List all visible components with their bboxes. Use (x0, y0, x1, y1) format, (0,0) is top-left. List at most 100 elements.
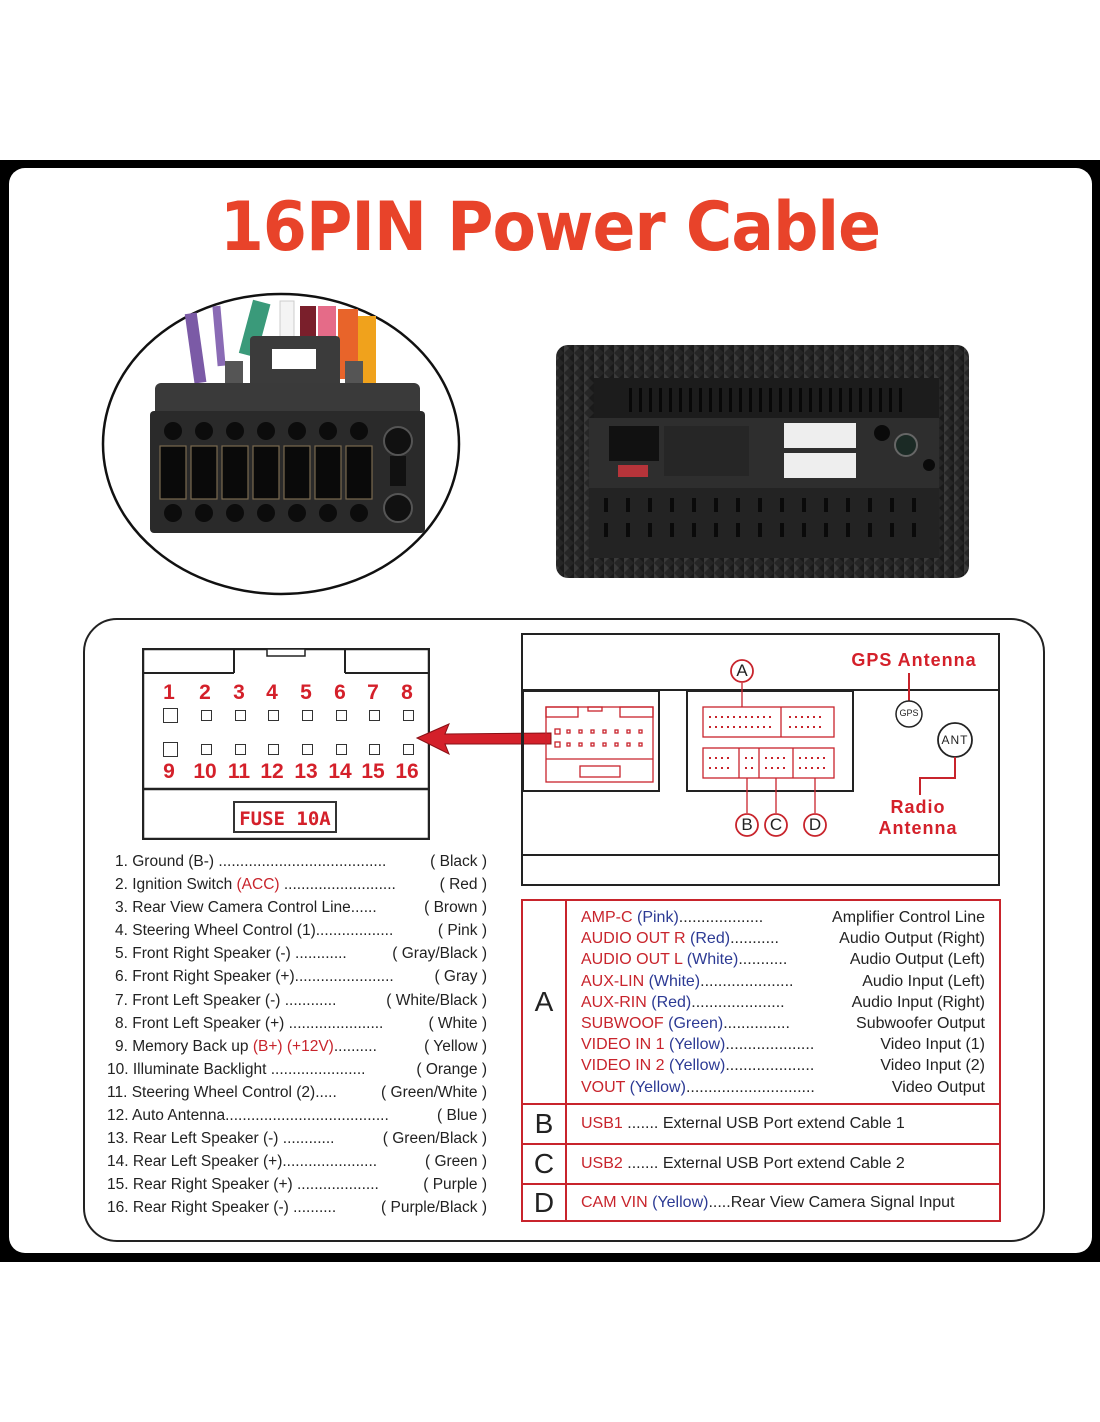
port-description: Video Input (1) (880, 1036, 985, 1054)
wire-label: Rear View Camera Control Line (132, 899, 351, 917)
pin-number-10: 10 (193, 760, 217, 783)
marker-c-circle (764, 813, 788, 837)
wire-dots: ...................... (282, 1153, 378, 1171)
arrow-left-icon (415, 723, 552, 756)
wire-list-item: 6. Front Right Speaker (+)..............… (107, 968, 487, 991)
wire-color: ( Pink ) (437, 922, 487, 940)
pin-contact-1 (162, 708, 178, 723)
radio-schematic (523, 659, 999, 856)
wire-number: 9. (115, 1037, 128, 1055)
port-wire-color: (Yellow) (669, 1057, 726, 1075)
wire-color: ( Blue ) (437, 1107, 487, 1125)
wire-dots: .......................... (279, 876, 396, 894)
port-description: Video Input (2) (880, 1057, 985, 1075)
wire-color: ( White ) (428, 1014, 487, 1032)
wire-color: ( Gray/Black ) (392, 945, 487, 963)
wire-number: 4. (115, 922, 128, 940)
pin-contact-16 (402, 744, 414, 755)
pin-number-12: 12 (260, 760, 284, 783)
port-description: Subwoofer Output (856, 1015, 985, 1032)
wire-label: Ignition Switch (132, 876, 237, 894)
legend-a-line: SUBWOOF (Green)...............Subwoofer … (581, 1015, 985, 1036)
port-dots: ........... (738, 951, 788, 969)
port-code: AMP-C (581, 909, 637, 926)
wire-label: Rear Left Speaker (+) (132, 1153, 283, 1171)
pin-contact-9 (162, 742, 178, 757)
wire-color: ( Green ) (424, 1153, 487, 1171)
wire-function: 7. Front Left Speaker (-) ............ (107, 992, 336, 1010)
wire-color: ( Black ) (430, 853, 487, 870)
wire-function: 12. Auto Antenna........................… (107, 1107, 389, 1125)
radio-back-photo (556, 345, 969, 578)
wire-dots: ...................... (266, 1060, 366, 1078)
page-title: 16PIN Power Cable (219, 188, 881, 267)
wire-function: 14. Rear Left Speaker (+)...............… (107, 1153, 377, 1171)
cable-clips (604, 498, 916, 537)
ant-port-label: ANT (941, 733, 969, 747)
connector-photo (101, 292, 461, 596)
pin-number-3: 3 (233, 681, 245, 704)
pin-contact-11 (234, 744, 246, 755)
wire-label: Steering Wheel Control (2) (131, 1083, 316, 1101)
port-wire-color: (White) (686, 951, 739, 969)
wire-number: 12. (107, 1107, 129, 1125)
wire-list-item: 7. Front Left Speaker (-) ............( … (107, 992, 487, 1015)
port-wire-color: (Green) (668, 1015, 724, 1032)
wire-color: ( Green/Black ) (382, 1130, 487, 1148)
wire-function: 5. Front Right Speaker (-) ............ (107, 945, 347, 963)
pin-slots (159, 445, 373, 500)
legend-a-line: AUX-RIN (Red).....................Audio … (581, 994, 985, 1015)
wire-dots: ............ (280, 991, 337, 1009)
pin-contact-12 (267, 744, 279, 755)
wire-number: 16. (107, 1199, 129, 1217)
wire-list-item: 1. Ground (B-) .........................… (107, 853, 487, 876)
wire-color: ( Green/White ) (381, 1083, 487, 1101)
port-dots: ............................. (685, 1078, 815, 1096)
pin-contact-7 (368, 710, 380, 721)
wire-label: Memory Back up (132, 1037, 253, 1055)
pin-contact-8 (402, 710, 414, 721)
wire-label: Rear Left Speaker (-) (132, 1130, 279, 1148)
pin-number-6: 6 (334, 681, 346, 704)
port-description: Audio Output (Left) (849, 951, 985, 969)
wire-highlight: (ACC) (236, 876, 280, 894)
wire-number: 14. (107, 1153, 129, 1171)
port-code: VIDEO IN 1 (581, 1036, 670, 1054)
marker-d-circle (803, 813, 827, 837)
port-dots: ..................... (691, 993, 785, 1011)
pin-contact-15 (368, 744, 380, 755)
port-dots: ................... (678, 909, 764, 926)
wire-list-item: 16. Rear Right Speaker (-) ..........( P… (107, 1199, 487, 1222)
port-code: AUX-LIN (581, 972, 649, 990)
wire-number: 1. (115, 853, 128, 870)
wire-number: 11. (107, 1083, 128, 1101)
radio-back-diagram: A B C D GPS Antenna GPS ANT Radio Antenn… (521, 633, 1000, 886)
pin-contact-13 (301, 744, 313, 755)
pin-number-14: 14 (328, 760, 352, 783)
pin-number-7: 7 (367, 681, 379, 704)
wire-function: 6. Front Right Speaker (+)..............… (107, 968, 394, 986)
wire-function: 15. Rear Right Speaker (+) .............… (107, 1176, 379, 1194)
wire-function: 13. Rear Left Speaker (-) ............ (107, 1130, 334, 1148)
connector-outline (142, 648, 430, 840)
wire-label: Steering Wheel Control (1) (132, 922, 316, 940)
gps-port-icon (895, 700, 923, 728)
pin-holes (164, 422, 368, 522)
port-description: Video Output (891, 1078, 985, 1096)
legend-row-a: A AMP-C (Pink)...................Amplifi… (523, 901, 999, 1105)
pin-contact-14 (335, 744, 347, 755)
gps-port-label: GPS (899, 708, 919, 718)
wire-dots: ...... (350, 899, 377, 917)
wire-function: 9. Memory Back up (B+) (+12V).......... (107, 1038, 377, 1056)
av-pins (709, 716, 825, 769)
wire-list-item: 15. Rear Right Speaker (+) .............… (107, 1176, 487, 1199)
wire-color: ( Orange ) (416, 1060, 487, 1078)
wire-color: ( Brown ) (424, 899, 487, 917)
pin-number-16: 16 (395, 760, 419, 783)
radio-antenna-label-line1: Radio (890, 797, 946, 817)
wire-function: 2. Ignition Switch (ACC) ...............… (107, 876, 396, 894)
wire-dots: ............ (278, 1130, 335, 1148)
wire-label: Front Right Speaker (-) (132, 945, 291, 963)
wire-color: ( Yellow ) (424, 1037, 487, 1055)
legend-letter-c: C (523, 1145, 567, 1183)
